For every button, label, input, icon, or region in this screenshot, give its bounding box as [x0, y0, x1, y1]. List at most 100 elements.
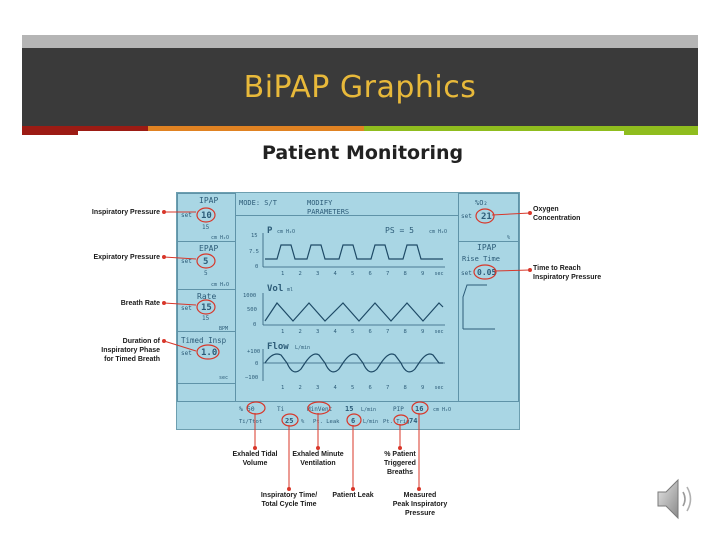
volume-x-tick-label: 4: [334, 329, 338, 335]
volume-graph-unit: ml: [287, 287, 293, 293]
row2-item-2: %: [301, 419, 305, 425]
volume-graph-label: Vol: [267, 284, 283, 294]
volume-x-tick-label: 6: [369, 329, 372, 335]
callout-breath-rate: Breath Rate: [70, 299, 160, 308]
callout-rise-time: Time to Reach Inspiratory Pressure: [533, 264, 633, 282]
flow-x-tick-label: 2: [299, 385, 302, 391]
flow-x-tick-label: 7: [386, 385, 389, 391]
callout-patient-triggered-line-2: Triggered: [370, 459, 430, 468]
volume-x-tick-label: 2: [299, 329, 302, 335]
flow-x-unit-label: sec: [435, 385, 444, 391]
screen-graphics: IPAP set 10 15 cm H₂O EPAP set 5 5 cm H₂…: [177, 193, 519, 429]
volume-x-tick-label: 8: [404, 329, 407, 335]
row1-item-4: L/min: [361, 407, 376, 413]
leader-dot-duration: [163, 340, 166, 343]
pressure-y-tick-0: 0: [255, 264, 258, 270]
callout-measured-pip-line-3: Pressure: [384, 509, 456, 518]
volume-x-tick-label: 5: [351, 329, 354, 335]
volume-x-tick-label: 7: [386, 329, 389, 335]
callout-oxygen-line-2: Concentration: [533, 214, 623, 223]
rate-value: 15: [201, 303, 212, 313]
callout-rise-time-line-2: Inspiratory Pressure: [533, 273, 633, 282]
rate-set-prefix: set: [181, 305, 192, 312]
callout-inspiratory-pressure: Inspiratory Pressure: [70, 208, 160, 217]
rate-unit: BPM: [219, 326, 228, 332]
volume-x-unit-label: sec: [435, 329, 444, 335]
leader-dot-rise-time: [529, 269, 532, 272]
o2-set-prefix: set: [461, 213, 472, 220]
volume-waveform: [265, 303, 443, 321]
volume-x-ticks: 123456789sec: [281, 329, 444, 335]
title-top-strip: [22, 35, 698, 48]
flow-y-tick-0: 0: [255, 361, 258, 367]
callout-exhaled-minute-line-2: Ventilation: [280, 459, 356, 468]
row2-item-5: L/min: [363, 419, 378, 425]
epap-title: EPAP: [199, 244, 218, 253]
volume-x-tick-label: 9: [421, 329, 424, 335]
ps-text: PS = 5: [385, 226, 414, 235]
volume-x-tick-label: 1: [281, 329, 284, 335]
o2-unit: %: [507, 235, 510, 241]
pressure-graph-unit: cm H₂O: [277, 229, 295, 235]
ipap-small-value: 15: [202, 224, 210, 231]
screen-panel-dividers: [178, 194, 519, 402]
speaker-icon-graphic: [654, 474, 698, 524]
row1-item-6: 16: [415, 405, 423, 413]
flow-y-tick-plus100: +100: [247, 349, 260, 355]
flow-x-tick-label: 6: [369, 385, 372, 391]
flow-graph-unit: L/min: [295, 345, 310, 351]
volume-y-tick-500: 500: [247, 307, 257, 313]
pressure-x-unit-label: sec: [435, 271, 444, 277]
row1-item-5: PIP: [393, 406, 404, 413]
pressure-x-tick-label: 8: [404, 271, 407, 277]
pressure-x-tick-label: 2: [299, 271, 302, 277]
pressure-graph-label: P: [267, 226, 273, 236]
rate-small-value: 15: [202, 315, 210, 322]
row1-item-3: 15: [345, 405, 353, 413]
pressure-x-tick-label: 1: [281, 271, 284, 277]
callout-exhaled-minute: Exhaled Minute Ventilation: [280, 450, 356, 468]
callout-duration: Duration of Inspiratory Phase for Timed …: [70, 337, 160, 364]
epap-value: 5: [203, 257, 208, 267]
diagram-heading: Patient Monitoring: [262, 142, 463, 164]
pressure-x-tick-label: 7: [386, 271, 389, 277]
leader-dot-oxygen: [529, 212, 532, 215]
callout-exhaled-minute-line-1: Exhaled Minute: [280, 450, 356, 459]
row1-item-7: cm H₂O: [433, 407, 451, 413]
accent-bar-white-gap: [78, 131, 624, 135]
volume-y-tick-0: 0: [253, 322, 256, 328]
rise-time-title-1: IPAP: [477, 243, 496, 252]
callout-oxygen: Oxygen Concentration: [533, 205, 623, 223]
leader-dot-inspiratory-pressure: [163, 211, 166, 214]
row2-item-4: 6: [351, 417, 355, 425]
flow-x-tick-label: 3: [316, 385, 319, 391]
pressure-x-tick-label: 4: [334, 271, 338, 277]
volume-y-tick-1000: 1000: [243, 293, 256, 299]
row2-item-3: Pt. Leak: [313, 419, 340, 425]
timed-insp-unit: sec: [219, 375, 228, 381]
callout-measured-pip-line-2: Peak Inspiratory: [384, 500, 456, 509]
flow-x-tick-label: 9: [421, 385, 424, 391]
callout-oxygen-line-1: Oxygen: [533, 205, 623, 214]
rise-time-title-2: Rise Time: [462, 255, 500, 263]
pressure-y-tick-15: 15: [251, 233, 258, 239]
mode-text: MODE: S/T: [239, 199, 278, 207]
callout-patient-triggered-line-1: % Patient: [370, 450, 430, 459]
callout-patient-leak: Patient Leak: [318, 491, 388, 500]
ventilator-screen: IPAP set 10 15 cm H₂O EPAP set 5 5 cm H₂…: [176, 192, 520, 430]
epap-set-prefix: set: [181, 258, 192, 265]
callout-ti-ttot-line-2: Total Cycle Time: [244, 500, 334, 509]
row2-item-1: 25: [285, 417, 293, 425]
row2-item-0: Ti/Ttot: [239, 419, 262, 425]
pressure-x-tick-label: 6: [369, 271, 372, 277]
callout-patient-triggered-line-3: Breaths: [370, 468, 430, 477]
pressure-x-tick-label: 5: [351, 271, 354, 277]
leader-dot-expiratory-pressure: [163, 256, 166, 259]
pressure-x-tick-label: 3: [316, 271, 319, 277]
speaker-icon[interactable]: [654, 474, 698, 529]
rise-time-set-prefix: set: [461, 270, 472, 277]
ipap-unit: cm H₂O: [211, 235, 229, 241]
timed-insp-title: Timed Insp: [181, 336, 227, 345]
